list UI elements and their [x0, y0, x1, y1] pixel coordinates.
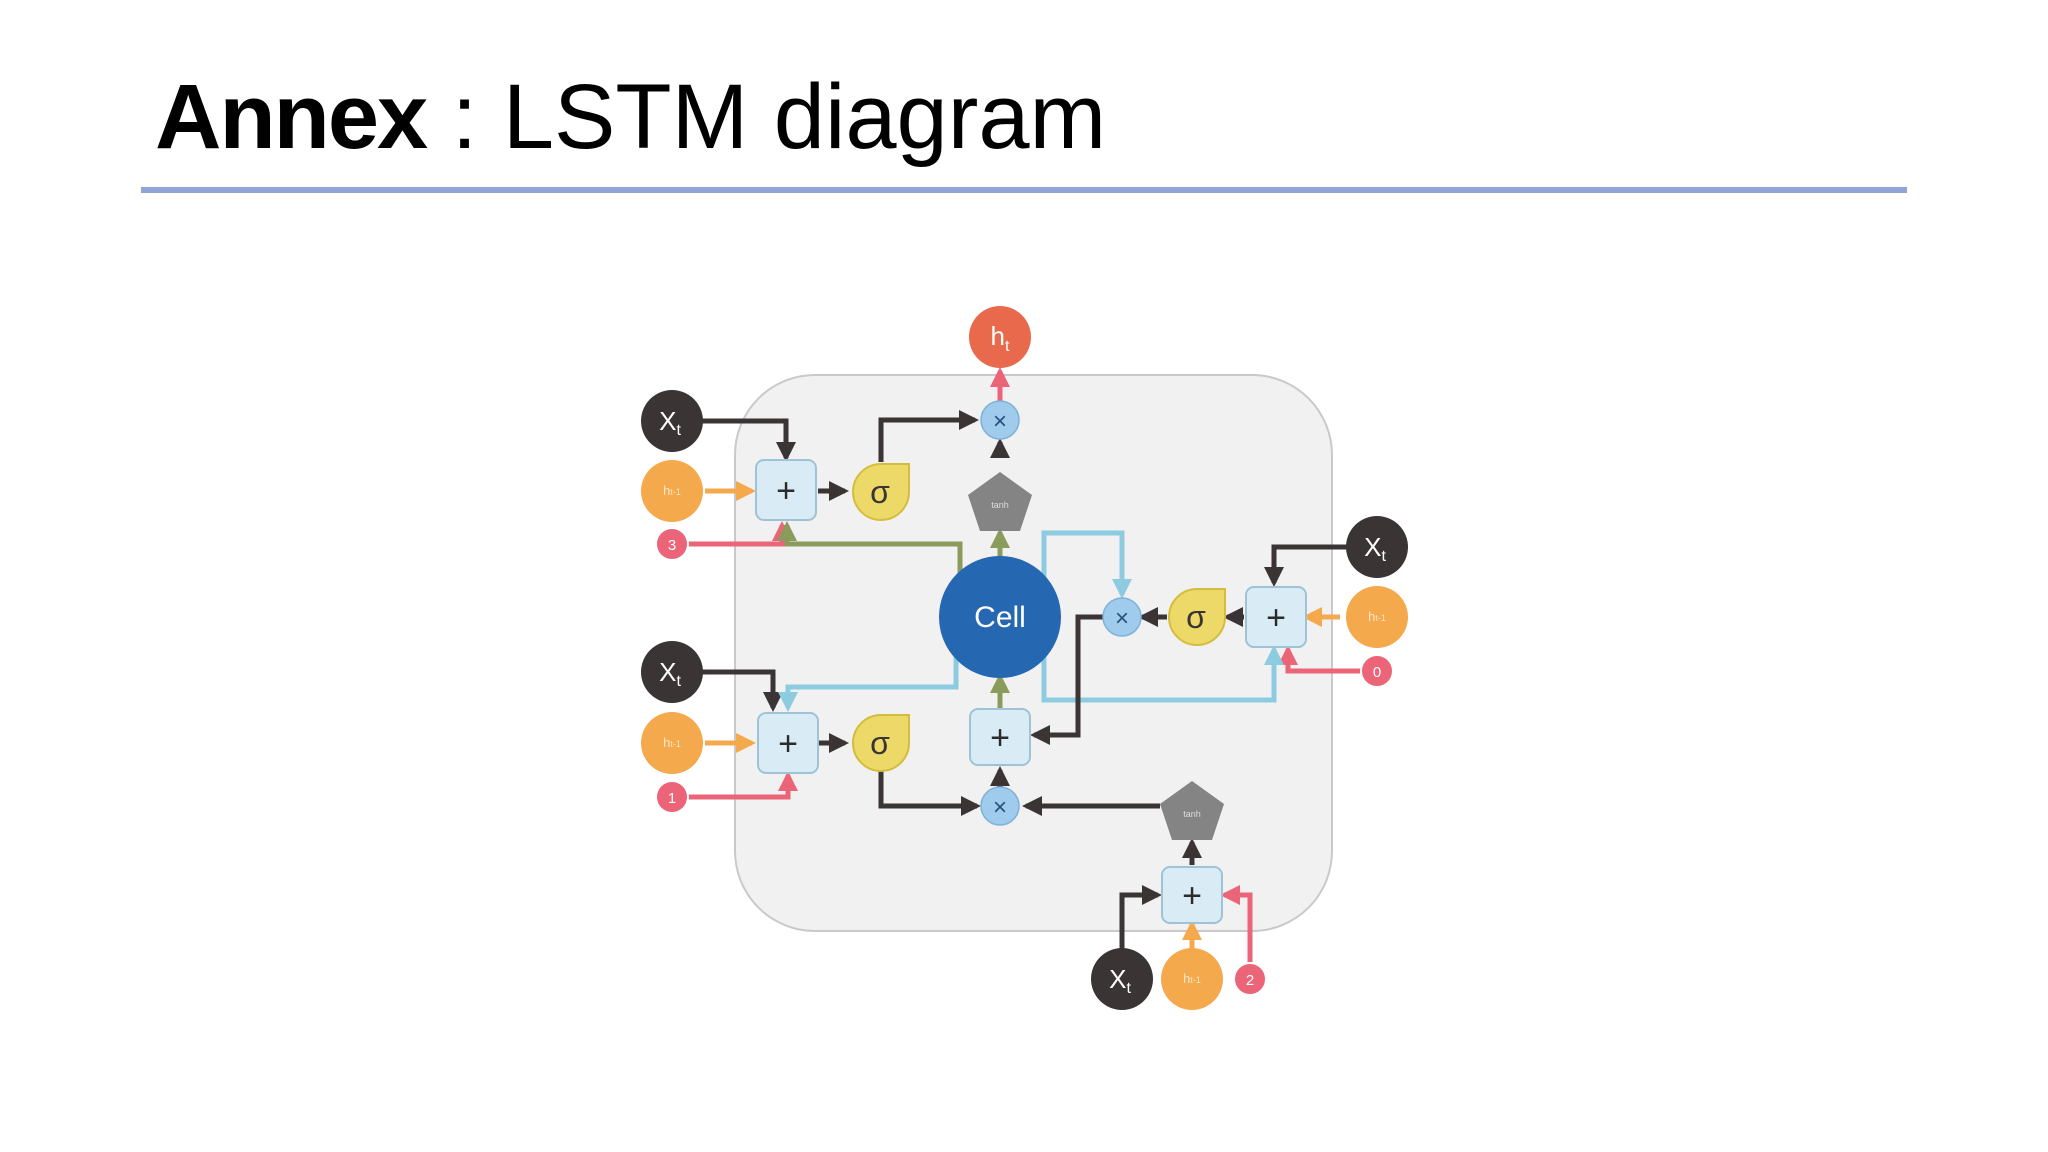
svg-text:σ: σ	[870, 725, 890, 761]
title-separator: :	[426, 66, 503, 168]
input-x-node: Xt	[1346, 516, 1408, 578]
arrow-2-to-add-2	[1220, 885, 1253, 970]
sigma-node-gate-0: σ	[1168, 588, 1226, 646]
svg-text:Xt: Xt	[659, 406, 681, 439]
svg-text:tanh: tanh	[1183, 809, 1201, 819]
connection-arrows	[682, 367, 1375, 970]
title-rest: LSTM diagram	[502, 66, 1107, 168]
gate-number-3: 3	[655, 527, 689, 561]
svg-text:tanh: tanh	[991, 500, 1009, 510]
input-multiply-node: ×	[980, 786, 1020, 826]
input-x-node: Xt	[641, 641, 703, 703]
svg-text:σ: σ	[1186, 599, 1206, 635]
add-node-gate-0: +	[1245, 586, 1307, 648]
cell-add-node: +	[969, 708, 1031, 766]
svg-text:ht-1: ht-1	[1183, 971, 1201, 986]
svg-text:Cell: Cell	[974, 601, 1026, 634]
input-x-node: Xt	[641, 390, 703, 452]
gate-number-0: 0	[1360, 654, 1394, 688]
svg-text:+: +	[776, 472, 796, 510]
input-h-prev-node: ht-1	[1161, 948, 1223, 1010]
input-h-prev-node: ht-1	[641, 712, 703, 774]
title-underline	[141, 187, 1907, 193]
arrow-0-to-add-0	[1278, 645, 1375, 674]
candidate-tanh-node: tanh	[1160, 781, 1224, 840]
svg-text:ht: ht	[991, 321, 1010, 355]
svg-text:ht-1: ht-1	[1368, 609, 1386, 624]
input-x-node: Xt	[1091, 948, 1153, 1010]
arrow-sigma-3-to-mul-out	[878, 410, 979, 462]
arrow-sigma-1-to-mul-i	[878, 767, 981, 816]
svg-text:2: 2	[1246, 972, 1254, 989]
title-strong: Annex	[155, 66, 428, 168]
input-h-prev-node: ht-1	[1346, 586, 1408, 648]
arrow-1-to-add-1	[682, 771, 798, 800]
arrow-mul-f-to-add-c	[1030, 614, 1108, 745]
arrow-x-to-add-0	[1264, 544, 1350, 587]
svg-text:+: +	[1182, 877, 1202, 915]
sigma-node-gate-3: σ	[852, 463, 910, 521]
svg-text:ht-1: ht-1	[663, 735, 681, 750]
arrow-x-to-add-1	[700, 669, 783, 712]
add-node-gate-3: +	[755, 459, 817, 521]
gate-number-2: 2	[1233, 962, 1267, 996]
arrow-cell-peephole-3	[777, 521, 963, 575]
svg-text:×: ×	[1115, 605, 1129, 632]
svg-text:×: ×	[993, 794, 1007, 821]
svg-text:×: ×	[993, 408, 1007, 435]
output-multiply-node: ×	[980, 400, 1020, 440]
svg-text:1: 1	[668, 790, 676, 807]
input-h-prev-node: ht-1	[641, 460, 703, 522]
svg-text:3: 3	[668, 537, 676, 554]
svg-text:Xt: Xt	[1109, 964, 1131, 997]
add-node-gate-1: +	[757, 712, 819, 774]
svg-text:+: +	[778, 725, 798, 763]
output-h-node: ht	[969, 306, 1031, 368]
arrow-cell-to-mul-f	[1041, 530, 1132, 599]
svg-text:0: 0	[1373, 664, 1381, 681]
arrow-cell-peephole-1	[778, 657, 959, 712]
svg-text:+: +	[1266, 599, 1286, 637]
svg-text:σ: σ	[870, 474, 890, 510]
cell-node: Cell	[939, 556, 1061, 678]
arrow-cell-peephole-0	[1041, 635, 1284, 703]
add-node-gate-2: +	[1161, 866, 1223, 924]
forget-multiply-node: ×	[1102, 597, 1142, 637]
svg-text:Xt: Xt	[1364, 532, 1386, 565]
output-tanh-node: tanh	[968, 472, 1032, 531]
lstm-diagram: ht × tanh Cell Xt ht-1 3 + σ Xt	[641, 306, 1408, 1010]
gate-number-1: 1	[655, 780, 689, 814]
slide-title: Annex : LSTM diagram	[155, 62, 1106, 172]
svg-text:+: +	[990, 719, 1010, 757]
svg-text:Xt: Xt	[659, 657, 681, 690]
svg-text:ht-1: ht-1	[663, 483, 681, 498]
arrow-x-to-add-2	[1119, 885, 1162, 951]
sigma-node-gate-1: σ	[852, 714, 910, 772]
arrow-x-to-add-3	[700, 418, 796, 462]
